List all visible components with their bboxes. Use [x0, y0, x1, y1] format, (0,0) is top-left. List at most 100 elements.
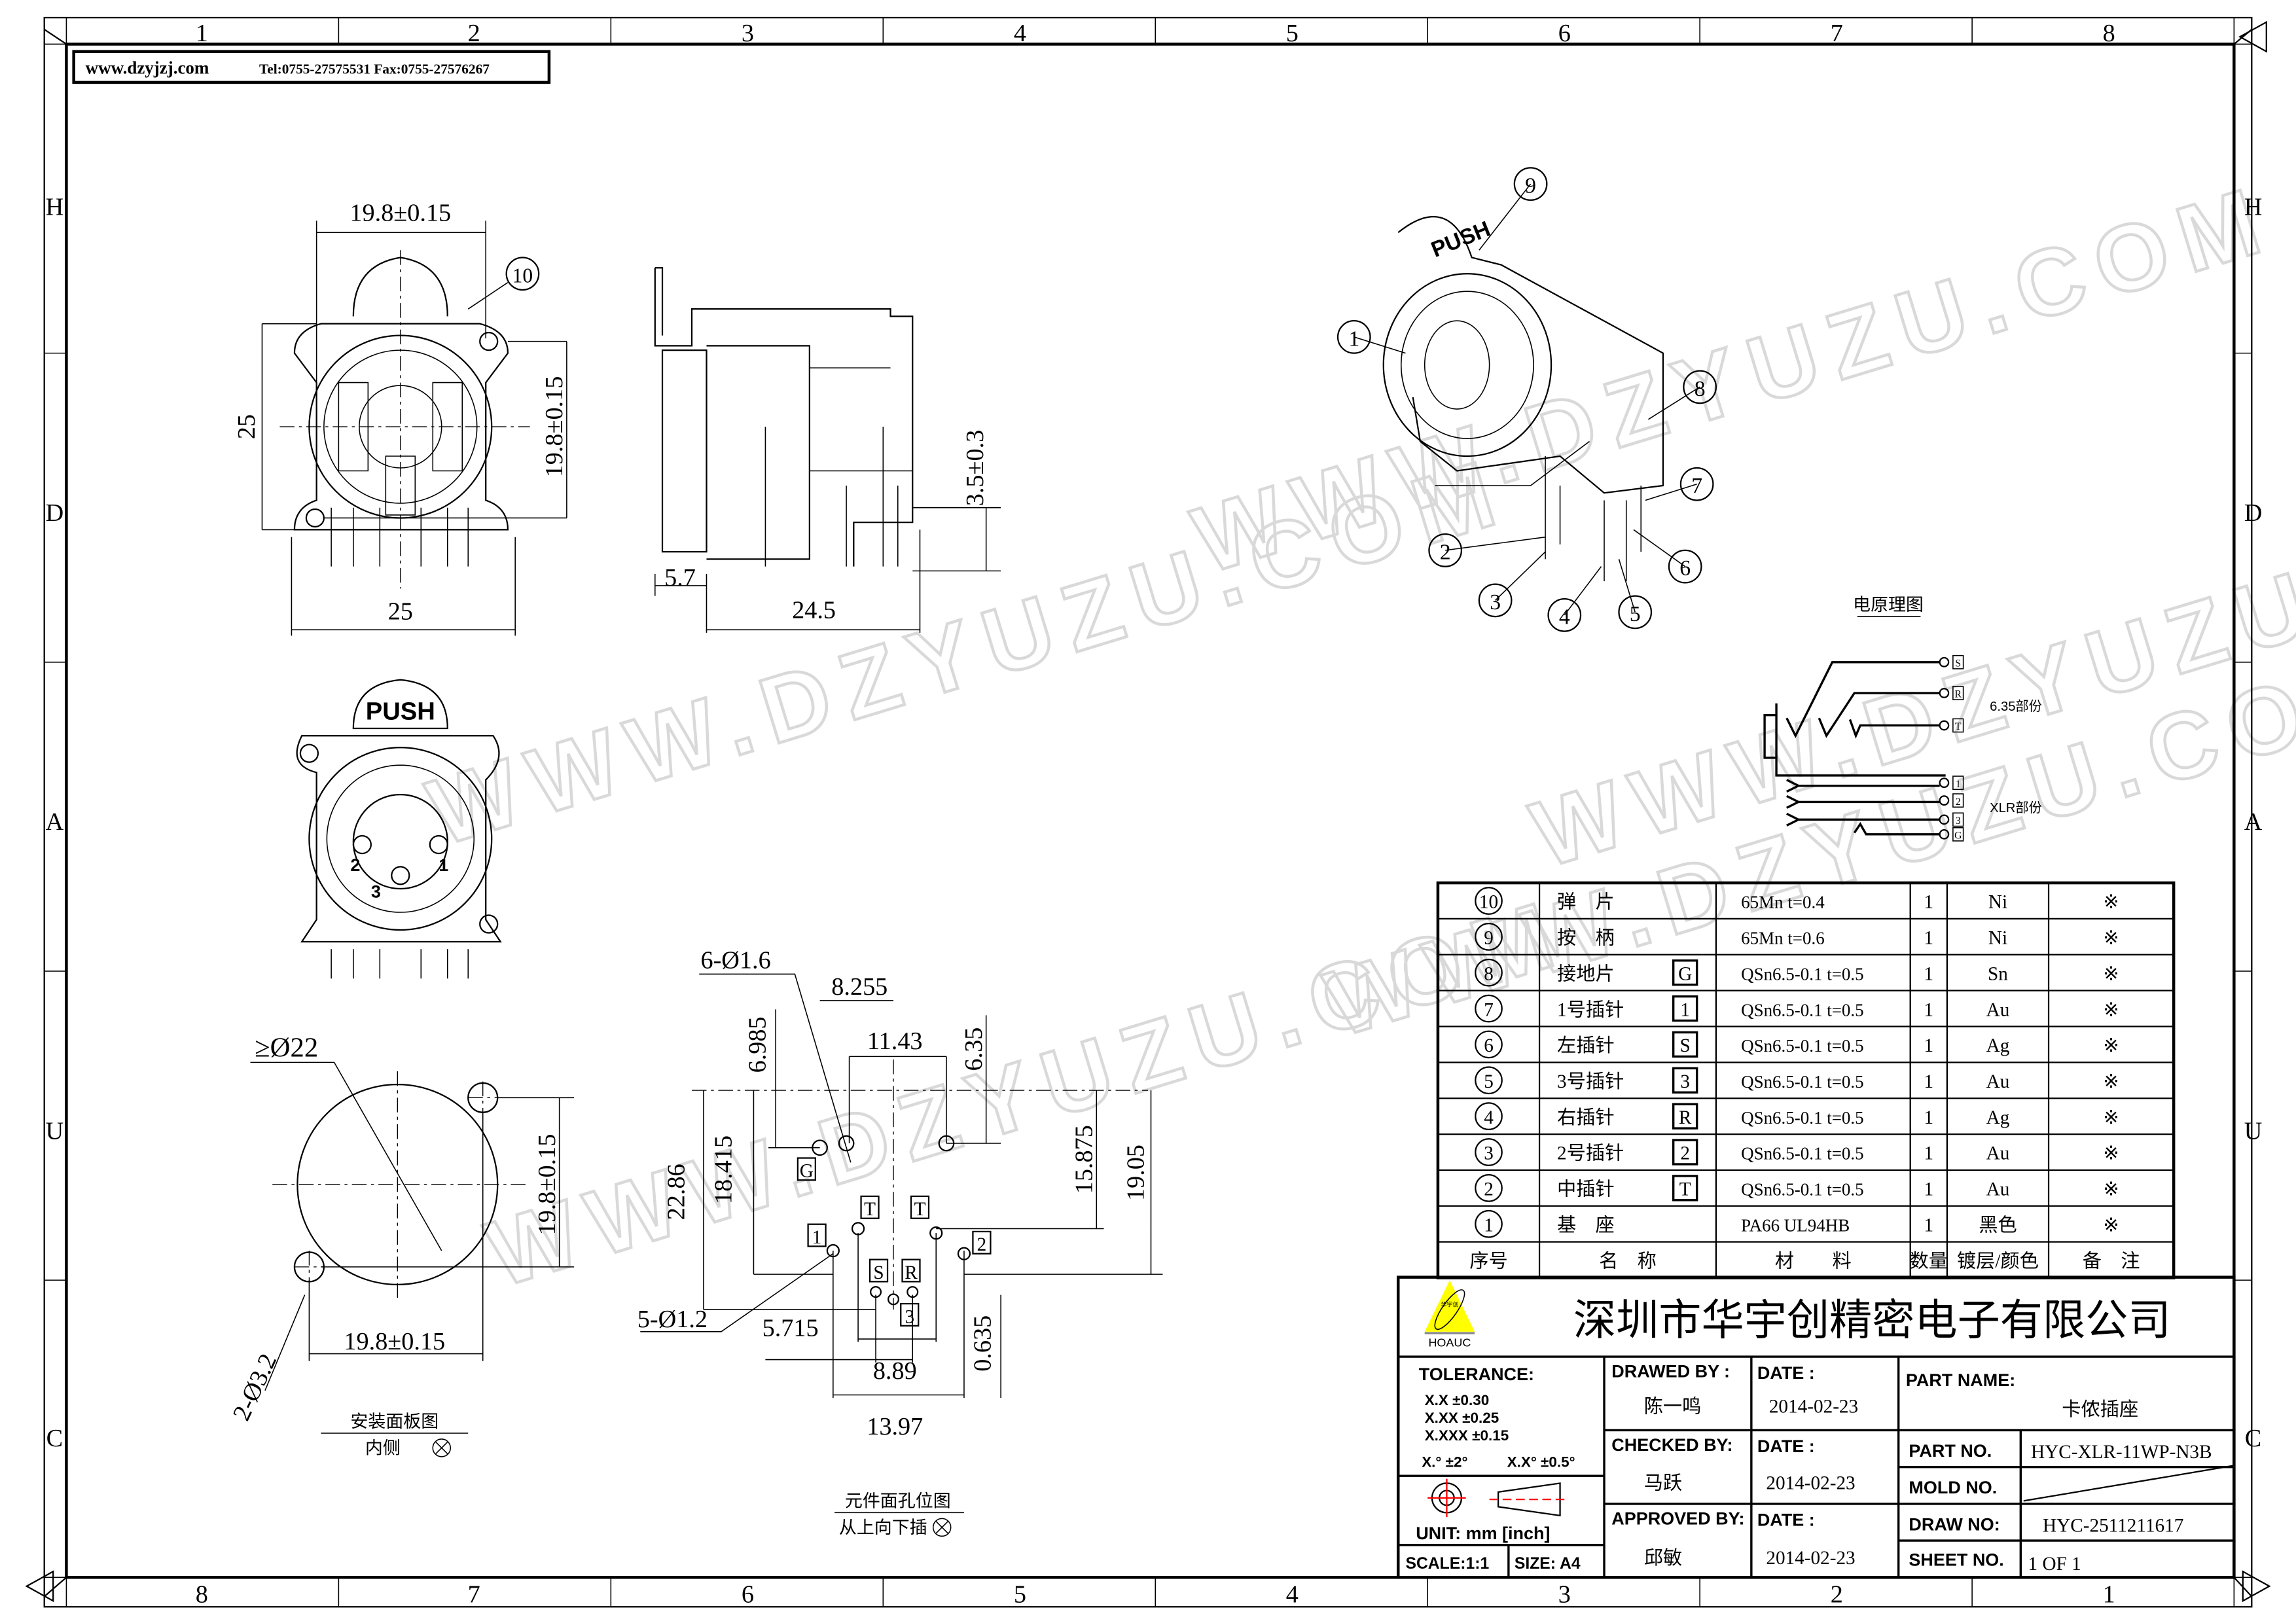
- drawing-line: [505, 257, 540, 291]
- pcb-hole-layout: 6-Ø1.6 8.255 11.43 6.985 6.35 22.86 18.4…: [637, 946, 1163, 1537]
- dimension-label: 22.86: [663, 1164, 691, 1220]
- terminal-icon: [1939, 795, 1950, 806]
- zone-row-label: C: [2245, 1425, 2261, 1452]
- dimension-label: TOLERANCE:: [1419, 1364, 1534, 1384]
- dimension-label: WWW.DZYUZU.COM: [1182, 166, 2285, 594]
- dimension-label: 5-Ø1.2: [637, 1306, 708, 1333]
- pin-tag: G: [800, 1161, 814, 1182]
- drawing-line: [654, 267, 914, 567]
- drawing-line: [1397, 216, 1664, 494]
- drawing-line: [1424, 1280, 1475, 1332]
- item-finish: Au: [1986, 1179, 2010, 1200]
- pin-code-box: [1672, 1175, 1698, 1202]
- dimension-label: 8.255: [831, 973, 888, 1001]
- pin-tag-box: [972, 1230, 992, 1255]
- zone-column-label: 5: [1014, 1581, 1026, 1609]
- pin-tag: S: [873, 1262, 884, 1283]
- terminal-icon: [1939, 814, 1950, 825]
- item-finish: Ni: [1988, 928, 2007, 949]
- dimension-label: X.X ±0.30: [1425, 1392, 1490, 1408]
- dimension-label: 2014-02-23: [1766, 1472, 1855, 1493]
- balloon-circle: [1618, 595, 1653, 630]
- drawing-line: [935, 1521, 948, 1534]
- zone-row-label: H: [46, 193, 64, 221]
- drawing-line: [305, 508, 325, 528]
- item-finish: Ag: [1986, 1107, 2010, 1128]
- item-note: ※: [2103, 1107, 2119, 1128]
- item-material: QSn6.5-0.1 t=0.5: [1741, 1000, 1864, 1020]
- drawing-line: [851, 1222, 865, 1236]
- dimension-label: X.XX ±0.25: [1425, 1410, 1499, 1426]
- orientation-mark-icon: [2238, 20, 2267, 53]
- balloon-circle: [1428, 533, 1463, 567]
- outer-border: [43, 16, 2253, 1608]
- table-header: 镀层/颜色: [1957, 1250, 2039, 1272]
- terminal-tag-box: [1952, 654, 1964, 669]
- item-finish: Au: [1986, 1143, 2010, 1164]
- dimension-label: DRAW NO:: [1909, 1514, 2000, 1534]
- terminal-label: 1: [1956, 779, 1961, 790]
- pin-code: T: [1679, 1179, 1691, 1200]
- terminal-icon: [1939, 720, 1950, 731]
- dimension-label: 2-Ø3.2: [228, 1349, 282, 1425]
- pin-code-box: [1672, 1067, 1698, 1094]
- dimension-label: 马跃: [1644, 1472, 1682, 1493]
- dimension-label: 陈一鸣: [1644, 1395, 1702, 1417]
- leader-line: [1618, 559, 1636, 613]
- item-name: 中插针: [1557, 1179, 1615, 1200]
- dimension-label: SCALE:1:1: [1405, 1555, 1489, 1573]
- leader-line: [1564, 566, 1602, 616]
- drawing-line: [1427, 1478, 1466, 1518]
- zone-row-label: U: [2244, 1117, 2263, 1145]
- leader-line: [1495, 551, 1546, 601]
- item-number: 9: [1484, 928, 1494, 949]
- pin-code: G: [1678, 963, 1692, 984]
- projection-symbol-icon: [1427, 1478, 1570, 1518]
- pin-tag: T: [864, 1199, 876, 1220]
- dimension-label: X.X° ±0.5°: [1507, 1454, 1575, 1471]
- item-number-circle: [1475, 1030, 1503, 1059]
- item-qty: 1: [1924, 1179, 1933, 1200]
- item-qty: 1: [1924, 963, 1933, 984]
- dimension-label: HOAUC: [1428, 1336, 1471, 1349]
- dimension-label: DATE :: [1757, 1510, 1815, 1530]
- dimension-label: DATE :: [1757, 1436, 1815, 1456]
- dimension-label: 2: [350, 855, 360, 875]
- terminal-icon: [1939, 829, 1950, 840]
- drawing-line: [654, 507, 1001, 633]
- item-name: 3号插针: [1557, 1071, 1624, 1092]
- item-finish: Au: [1986, 999, 2010, 1020]
- dimension-label: PART NO.: [1909, 1441, 1992, 1461]
- drawing-line: [479, 332, 499, 351]
- item-note: ※: [2103, 1143, 2119, 1164]
- drawing-line: [432, 1438, 452, 1457]
- item-note: ※: [2103, 1215, 2119, 1236]
- drawing-line: [764, 367, 913, 567]
- pin-tag: R: [905, 1262, 918, 1283]
- drawing-line: [308, 747, 493, 931]
- pin-tag-box: [901, 1258, 921, 1283]
- item-material: 65Mn t=0.4: [1741, 893, 1825, 912]
- item-number: 2: [1484, 1179, 1494, 1200]
- dimension-label: MOLD NO.: [1909, 1478, 1997, 1497]
- dimension-label: 3: [371, 882, 381, 902]
- dimension-label: 6.35部份: [1990, 699, 2042, 714]
- terminal-label: 2: [1956, 796, 1961, 808]
- item-name: 弹 片: [1557, 891, 1615, 913]
- item-material: QSn6.5-0.1 t=0.5: [1741, 964, 1864, 984]
- item-number: 4: [1484, 1107, 1494, 1128]
- balloon-number: 5: [1630, 602, 1641, 626]
- pin-code: 2: [1680, 1143, 1690, 1164]
- zone-column-label: 8: [196, 1581, 208, 1609]
- dimension-label: 5.715: [762, 1315, 819, 1342]
- inner-border: [65, 43, 2236, 1579]
- pin-tag: T: [914, 1199, 926, 1220]
- item-qty: 1: [1924, 928, 1933, 949]
- zone-row-label: A: [46, 808, 64, 836]
